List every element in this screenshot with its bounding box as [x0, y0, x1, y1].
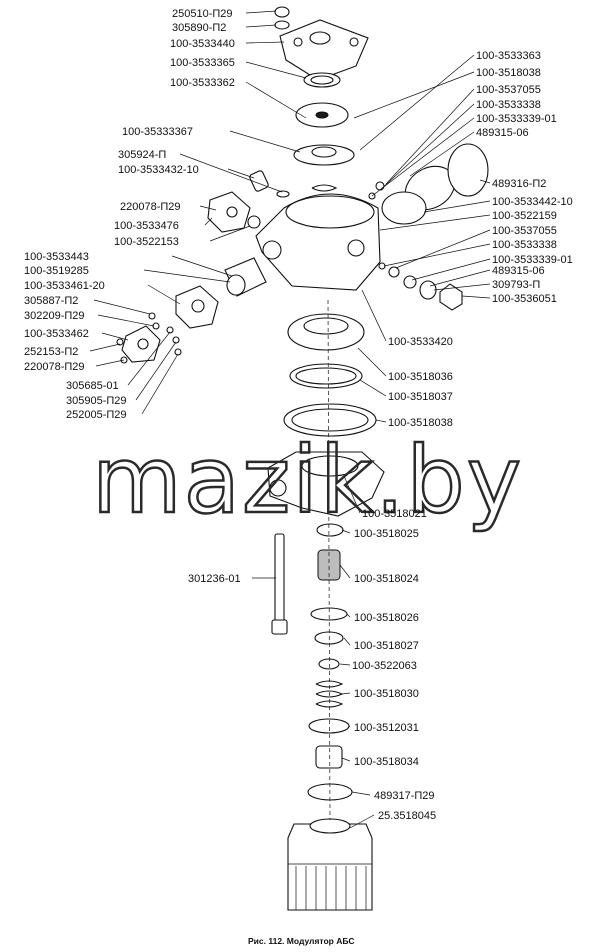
ring-3533442 [381, 191, 427, 225]
label-3537055-b: 100-3537055 [492, 225, 557, 237]
label-3519285: 100-3519285 [24, 265, 89, 277]
label-3533339-b: 100-3533339-01 [492, 254, 573, 266]
label-3518025: 100-3518025 [354, 528, 419, 540]
label-3522153: 100-3522153 [114, 236, 179, 248]
label-252005: 252005-П29 [66, 409, 127, 421]
label-489315-b: 489315-06 [492, 265, 545, 277]
cup-ribs [288, 863, 372, 910]
label-3533440: 100-3533440 [170, 38, 235, 50]
label-3518024: 100-3518024 [354, 573, 419, 585]
label-3518026: 100-3518026 [354, 612, 419, 624]
label-3533442: 100-3533442-10 [492, 196, 573, 208]
label-3518036: 100-3518036 [388, 371, 453, 383]
label-35333367: 100-35333367 [122, 126, 193, 138]
top-nut [274, 6, 290, 18]
label-250510: 250510-П29 [172, 8, 233, 20]
label-3518038: 100-3518038 [388, 417, 453, 429]
label-3533363: 100-3533363 [476, 50, 541, 62]
label-3522063: 100-3522063 [352, 660, 417, 672]
label-3518030: 100-3518030 [354, 688, 419, 700]
bolt-301236 [274, 533, 285, 633]
leader-lines [89, 10, 491, 829]
label-3536051: 100-3536051 [492, 293, 557, 305]
watermark: mazik.by [92, 427, 523, 534]
label-3533432: 100-3533432-10 [118, 164, 199, 176]
label-3533362: 100-3533362 [170, 77, 235, 89]
label-489316: 489316-П2 [492, 178, 546, 190]
label-252153: 252153-П2 [24, 346, 78, 358]
plug-3536051 [439, 283, 463, 311]
label-3518037: 100-3518037 [388, 391, 453, 403]
label-220078-b: 220078-П29 [24, 361, 85, 373]
top-cover [279, 19, 369, 81]
label-3533338-a: 100-3533338 [476, 99, 541, 111]
screws-left [116, 312, 182, 364]
label-489315-a: 489315-06 [476, 127, 529, 139]
label-25-3518045: 25.3518045 [378, 810, 436, 822]
label-3533338-b: 100-3533338 [492, 239, 557, 251]
ring-489316 [447, 143, 489, 197]
label-302209: 302209-П29 [24, 310, 85, 322]
label-3533365: 100-3533365 [170, 57, 235, 69]
ring-3512031 [308, 718, 350, 734]
label-3533420: 100-3533420 [388, 336, 453, 348]
parts [116, 6, 489, 911]
label-220078-a: 220078-П29 [120, 201, 181, 213]
ring-3522063 [318, 658, 340, 670]
label-309793: 309793-П [492, 279, 540, 291]
label-489317: 489317-П29 [374, 790, 435, 802]
guide-3518034 [315, 745, 343, 769]
ring-3518025 [316, 523, 344, 537]
label-305685: 305685-01 [66, 380, 119, 392]
label-3533443: 100-3533443 [24, 251, 89, 263]
label-301236: 301236-01 [188, 573, 241, 585]
label-3533462: 100-3533462 [24, 328, 89, 340]
label-305887: 305887-П2 [24, 295, 78, 307]
label-3518034: 100-3518034 [354, 756, 419, 768]
label-3533461: 100-3533461-20 [24, 280, 105, 292]
ring-309793 [419, 280, 437, 300]
label-3522159: 100-3522159 [492, 210, 557, 222]
label-3533476: 100-3533476 [114, 220, 179, 232]
label-3518038-top: 100-3518038 [476, 67, 541, 79]
labels-left: 250510-П29 305890-П2 100-3533440 100-353… [24, 8, 241, 585]
labels-right: 100-3533363 100-3518038 100-3537055 100-… [352, 50, 573, 822]
label-3537055-a: 100-3537055 [476, 84, 541, 96]
spring-lower [315, 680, 344, 708]
top-washer [274, 20, 290, 30]
cover-slot [309, 31, 331, 45]
label-3512031: 100-3512031 [354, 722, 419, 734]
figure-caption: Рис. 112. Модулятор АБС [248, 936, 355, 946]
label-305905: 305905-П29 [66, 395, 127, 407]
bottom-cup-25-3518045 [287, 823, 373, 911]
label-305924: 305924-П [118, 149, 166, 161]
label-3533339-a: 100-3533339-01 [476, 113, 557, 125]
label-3518021: 100-3518021 [362, 508, 427, 520]
label-305890: 305890-П2 [172, 22, 226, 34]
plug-left [249, 170, 269, 192]
label-3518027: 100-3518027 [354, 640, 419, 652]
